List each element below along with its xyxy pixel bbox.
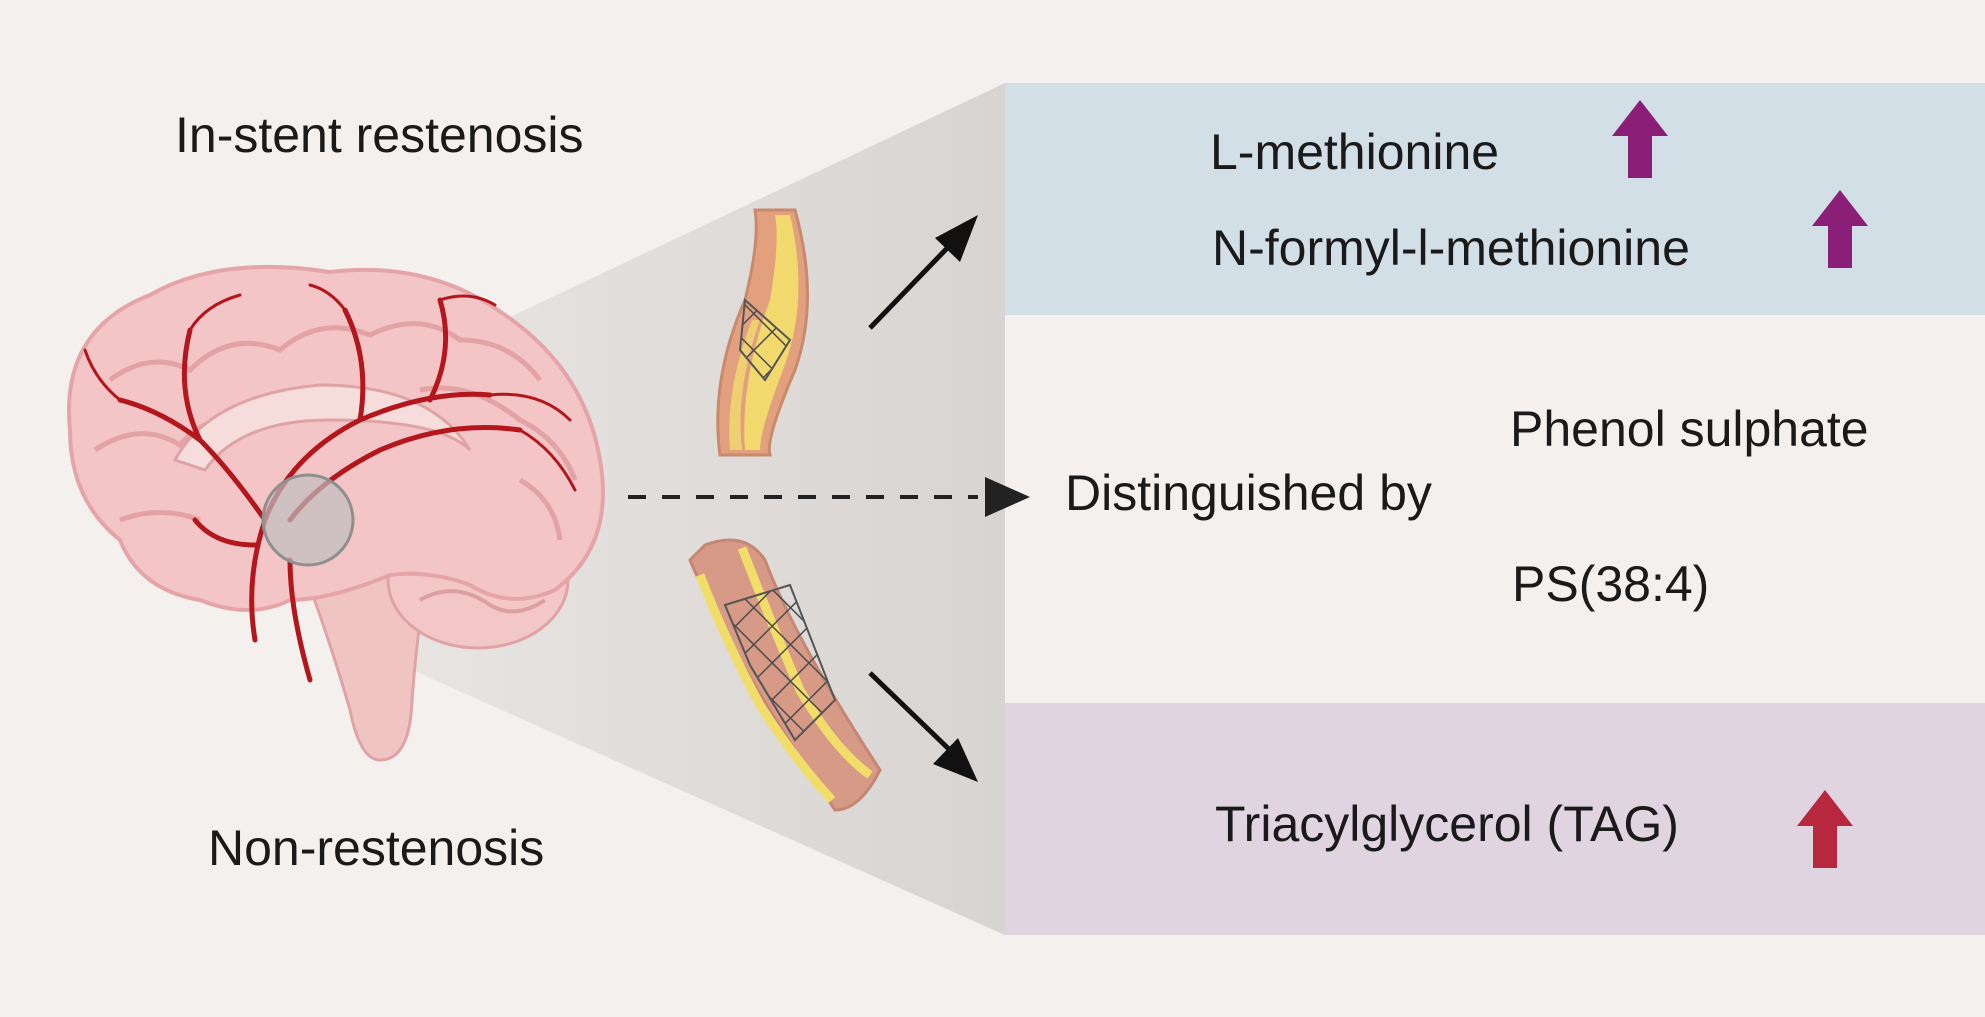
non-restenosis-label: Non-restenosis [208,820,545,876]
restenosis-box [1005,83,1985,315]
non-restenosis-marker: Triacylglycerol (TAG) [1215,796,1679,852]
distinguished-by-label: Distinguished by [1065,465,1432,521]
up-arrow-icon [1797,790,1853,868]
up-arrow-icon [1612,100,1668,178]
distinguishing-marker: PS(38:4) [1512,556,1710,612]
arrow-icon [868,671,978,782]
restenosis-label: In-stent restenosis [175,107,584,163]
restenosis-marker: L-methionine [1210,124,1500,180]
restenosis-marker: N-formyl-l-methionine [1212,220,1690,276]
up-arrow-icon [1812,190,1868,268]
arrow-icon [868,215,978,330]
stented-vessel-icon [688,538,882,812]
dashed-arrow-icon [628,477,1030,517]
distinguishing-marker: Phenol sulphate [1510,401,1869,457]
stented-vessel-icon [716,208,809,457]
